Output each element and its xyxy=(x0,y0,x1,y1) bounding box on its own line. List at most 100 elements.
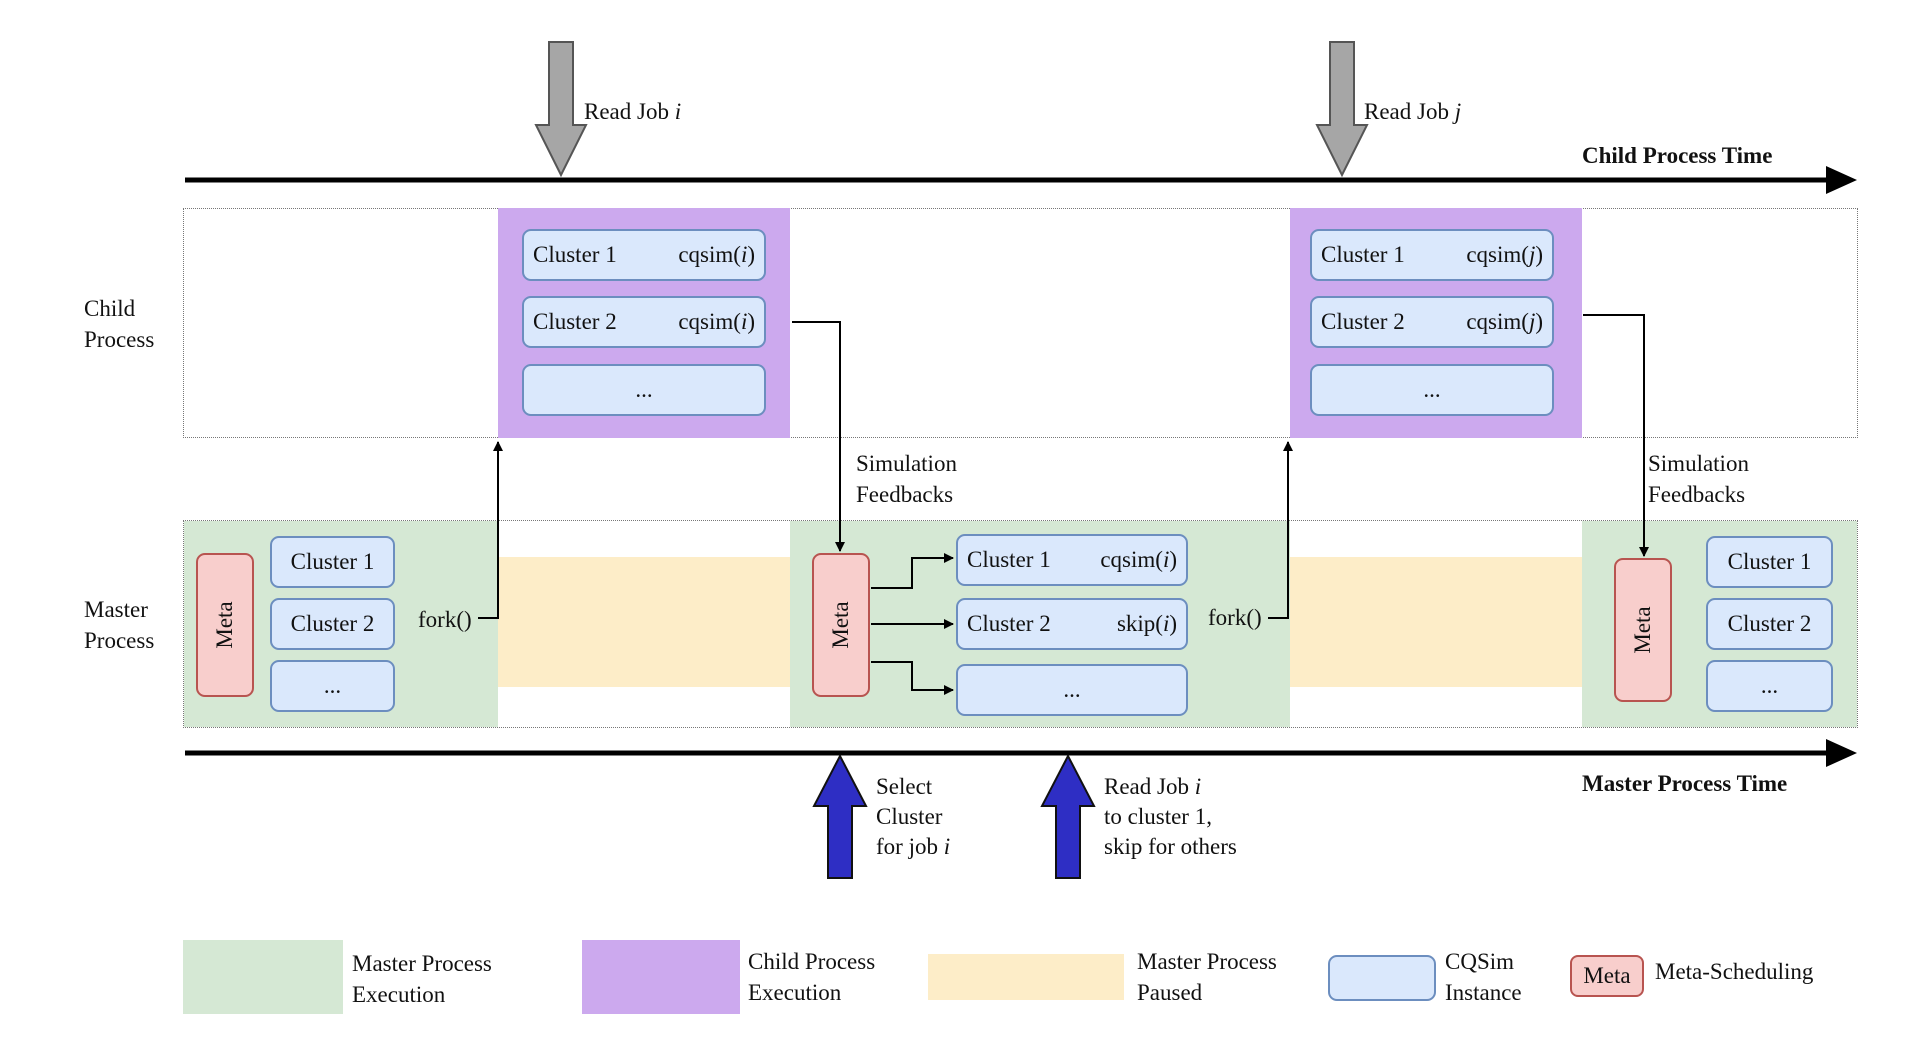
cqsim-call: cqsim(i) xyxy=(678,242,755,268)
master3-cluster1: Cluster 1 xyxy=(1706,536,1833,588)
legend-cqsim-line2: Instance xyxy=(1445,980,1522,1005)
fn-name: cqsim( xyxy=(1466,242,1529,267)
cluster-name: Cluster 2 xyxy=(1727,611,1812,636)
meta-label: Meta xyxy=(828,601,853,649)
fn-var: i xyxy=(1162,611,1170,636)
child-time-arrowhead xyxy=(1826,166,1857,194)
read-job-i-text: Read Job xyxy=(584,99,675,124)
legend-child-exec-line1: Child Process xyxy=(748,949,876,974)
legend-paused-line2: Paused xyxy=(1137,980,1203,1005)
master-paused-region-2 xyxy=(1290,557,1582,687)
cluster-name: Cluster 2 xyxy=(533,309,617,334)
meta-to-cluster1 xyxy=(871,553,954,589)
read-job-i-label: Read Job i xyxy=(584,96,681,127)
legend-master-exec-line2: Execution xyxy=(352,982,446,1007)
child2-more: ... xyxy=(1310,364,1554,416)
fn-name: cqsim( xyxy=(1466,309,1529,334)
child-process-label-line2: Process xyxy=(84,327,155,352)
legend-child-exec-swatch xyxy=(582,940,740,1014)
master1-more: ... xyxy=(270,660,395,712)
readjob-label-line2: to cluster 1, xyxy=(1104,804,1212,829)
select-label-line3: for job i xyxy=(876,831,950,862)
feedback-2-line2: Feedbacks xyxy=(1648,482,1746,507)
skip-call: skip(i) xyxy=(1117,611,1177,637)
master1-cluster1: Cluster 1 xyxy=(270,536,395,588)
ellipsis: ... xyxy=(1423,377,1441,402)
master2-more: ... xyxy=(956,664,1188,716)
read-job-j-arrow xyxy=(1315,41,1369,178)
master2-cluster1: Cluster 1 cqsim(i) xyxy=(956,534,1188,586)
meta-box-2: Meta xyxy=(812,553,870,697)
fn-close: ) xyxy=(1535,309,1543,334)
fn-var: i xyxy=(1162,547,1170,572)
master3-cluster2: Cluster 2 xyxy=(1706,598,1833,650)
select-var: i xyxy=(943,834,951,859)
meta-label: Meta xyxy=(1630,606,1655,654)
master-time-label: Master Process Time xyxy=(1582,771,1788,796)
legend-master-exec-line1: Master Process xyxy=(352,951,492,976)
cluster-name: Cluster 2 xyxy=(1321,309,1405,334)
fn-name: cqsim( xyxy=(678,309,741,334)
master3-more: ... xyxy=(1706,660,1833,712)
master2-cluster2: Cluster 2 skip(i) xyxy=(956,598,1188,650)
ellipsis: ... xyxy=(635,377,653,402)
ellipsis: ... xyxy=(1063,677,1081,702)
cluster-name: Cluster 2 xyxy=(290,611,375,636)
readjob-label-line1: Read Job i xyxy=(1104,771,1201,802)
master-paused-region-1 xyxy=(498,557,790,687)
child2-cluster1: Cluster 1 cqsim(j) xyxy=(1310,229,1554,281)
legend-paused-line1: Master Process xyxy=(1137,949,1277,974)
legend-cqsim-line1: CQSim xyxy=(1445,949,1515,974)
feedback-1-line2: Feedbacks xyxy=(856,482,954,507)
ellipsis: ... xyxy=(323,673,342,698)
fork-label-1: fork() xyxy=(418,607,472,632)
child-time-label: Child Process Time xyxy=(1582,143,1773,168)
fn-var: j xyxy=(1528,309,1536,334)
cqsim-call: cqsim(i) xyxy=(1100,547,1177,573)
meta-box-3: Meta xyxy=(1614,558,1672,702)
meta-label: Meta xyxy=(212,601,237,649)
fn-name: skip( xyxy=(1116,611,1163,636)
cqsim-call: cqsim(j) xyxy=(1466,242,1543,268)
read-job-i-arrow xyxy=(534,41,588,178)
cqsim-call: cqsim(i) xyxy=(678,309,755,335)
select-label-line2: Cluster xyxy=(876,804,943,829)
fn-name: cqsim( xyxy=(678,242,741,267)
legend-paused-swatch xyxy=(928,954,1124,1000)
readjob-text: Read Job xyxy=(1104,774,1195,799)
cluster-name: Cluster 1 xyxy=(290,549,375,574)
legend-meta-label: Meta-Scheduling xyxy=(1655,959,1814,984)
fn-close: ) xyxy=(747,309,755,334)
read-job-j-text: Read Job xyxy=(1364,99,1455,124)
fork-connector-2 xyxy=(1268,441,1293,619)
cluster-name: Cluster 2 xyxy=(967,611,1051,636)
child-process-label-line1: Child xyxy=(84,296,136,321)
cluster-name: Cluster 1 xyxy=(1727,549,1812,574)
cluster-name: Cluster 1 xyxy=(533,242,617,267)
legend-meta-swatch: Meta xyxy=(1570,955,1644,997)
master-process-lane xyxy=(183,520,1858,728)
fn-name: cqsim( xyxy=(1100,547,1163,572)
feedback-connector-2 xyxy=(1583,314,1649,557)
readjob-var: i xyxy=(1194,774,1202,799)
cluster-name: Cluster 1 xyxy=(1321,242,1405,267)
select-label-line1: Select xyxy=(876,774,933,799)
fn-var: j xyxy=(1528,242,1536,267)
read-job-j-var: j xyxy=(1454,99,1462,124)
fn-close: ) xyxy=(747,242,755,267)
fork-label-2: fork() xyxy=(1208,605,1262,630)
master-time-arrowhead xyxy=(1826,739,1857,767)
fn-close: ) xyxy=(1535,242,1543,267)
meta-to-more xyxy=(871,661,954,695)
legend-master-exec-swatch xyxy=(183,940,343,1014)
cluster-name: Cluster 1 xyxy=(967,547,1051,572)
select-cluster-arrow xyxy=(812,753,868,879)
child1-more: ... xyxy=(522,364,766,416)
readjob-label-line3: skip for others xyxy=(1104,834,1237,859)
fork-connector-1 xyxy=(478,441,503,619)
fn-close: ) xyxy=(1169,611,1177,636)
read-job-j-label: Read Job j xyxy=(1364,96,1461,127)
child1-cluster1: Cluster 1 cqsim(i) xyxy=(522,229,766,281)
